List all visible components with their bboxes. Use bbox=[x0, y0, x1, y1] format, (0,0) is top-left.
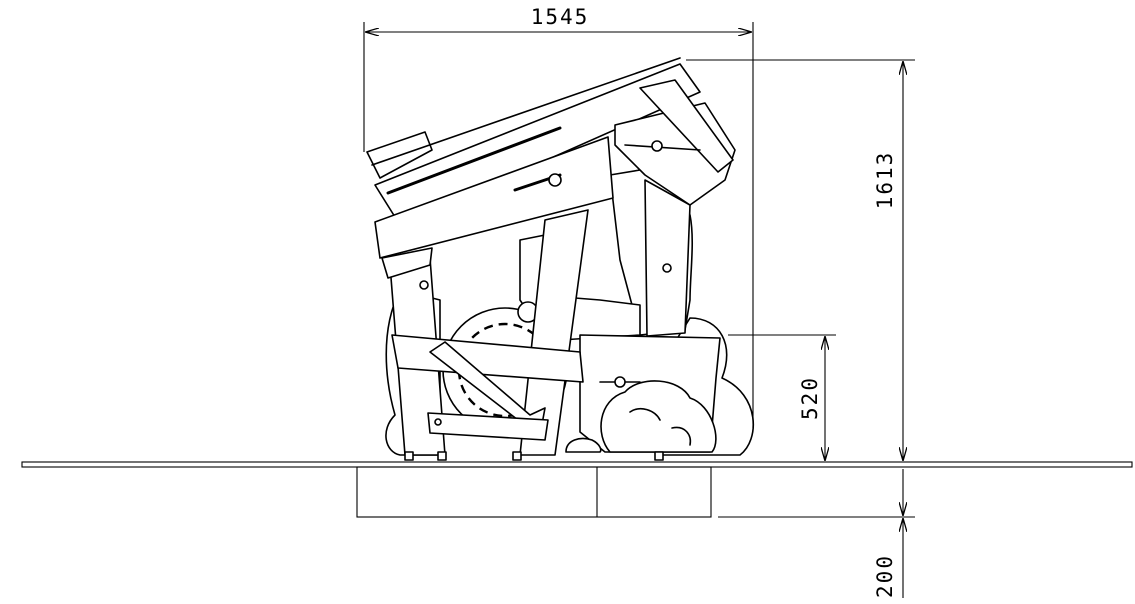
foundation bbox=[356, 466, 712, 518]
dimension-overall-height: 1613 bbox=[686, 59, 915, 460]
dimension-platform-label: 520 bbox=[798, 376, 822, 420]
dimension-platform-height: 520 bbox=[728, 334, 836, 460]
ground-line bbox=[21, 461, 1133, 468]
play-structure bbox=[366, 57, 754, 461]
dimension-foundation-depth: 200 bbox=[718, 469, 915, 598]
dimension-width-label: 1545 bbox=[531, 5, 590, 29]
dimension-height-label: 1613 bbox=[873, 151, 897, 210]
dimension-foundation-label: 200 bbox=[873, 554, 897, 598]
dimension-overall-width: 1545 bbox=[363, 5, 754, 428]
